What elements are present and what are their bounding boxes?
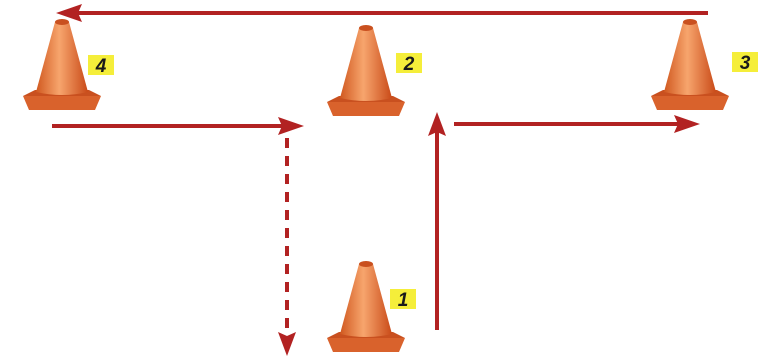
cone-label-4: 4 (95, 56, 107, 77)
cone-base (327, 338, 405, 352)
cone-body (340, 264, 392, 337)
cone-label-2: 2 (403, 54, 415, 75)
cones-layer: 1 2 3 4 (23, 19, 758, 352)
cone-3: 3 (651, 19, 758, 110)
cone-base (23, 96, 101, 110)
cone-top (55, 19, 69, 25)
cone-1: 1 (327, 261, 416, 352)
cone-top (683, 19, 697, 25)
cone-4: 4 (23, 19, 114, 110)
arrow-exit-dashed-head (278, 332, 296, 356)
cone-top (359, 261, 373, 267)
cone-top (359, 25, 373, 31)
cone-2: 2 (327, 25, 422, 116)
cone-body (664, 22, 716, 95)
cone-label-1: 1 (398, 290, 409, 311)
cone-body (36, 22, 88, 95)
cone-label-3: 3 (740, 53, 751, 74)
cone-base (651, 96, 729, 110)
cone-base (327, 102, 405, 116)
cone-body (340, 28, 392, 101)
